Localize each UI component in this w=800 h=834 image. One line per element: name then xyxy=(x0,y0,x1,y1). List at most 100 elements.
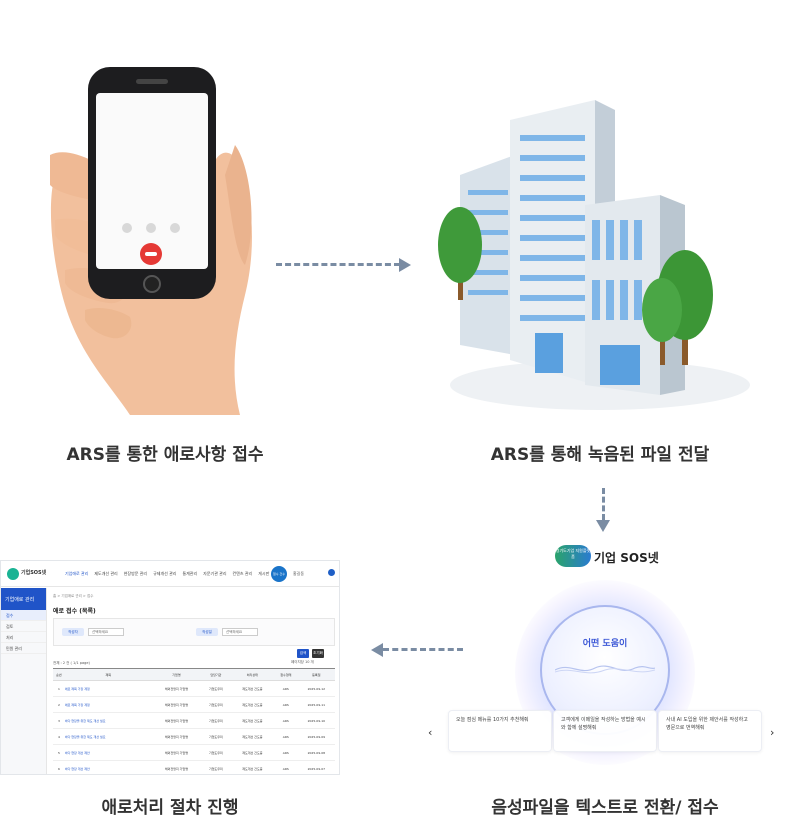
cell-no: 4 xyxy=(53,728,65,745)
column-header: 순번 xyxy=(53,668,65,681)
admin-main: 홈 > 기업애로 관리 > 접수 애로 접수 (목록) 작성자 선택하세요 작성… xyxy=(51,588,339,774)
nav-item[interactable]: 현장방문 관리 xyxy=(123,571,148,576)
table-row[interactable]: 3 바다 현장을 위한 제도 개선 필요 해외전망지 기업명 기업도우미 제도개… xyxy=(53,712,335,729)
caption-step1: ARS를 통한 애로사항 접수 xyxy=(66,445,264,465)
office-building-illustration xyxy=(430,95,750,425)
table-row[interactable]: 5 바다 현장 개선 제안 해외전망지 기업명 기업도우미 제도개선 건도중 A… xyxy=(53,744,335,761)
suggestion-card[interactable]: 고객에게 이메일을 작성하는 방법을 예시와 함께 설명해줘 xyxy=(553,710,657,752)
reset-button[interactable]: 초기화 xyxy=(312,649,324,658)
arrow-right-line xyxy=(276,263,400,267)
caption-step3: 음성파일을 텍스트로 전환/ 접수 xyxy=(491,798,719,818)
column-header: 기업명 xyxy=(151,668,202,681)
cell-title[interactable]: 바다 현장 개선 제안 xyxy=(64,760,152,774)
table-row[interactable]: 1 애로 제목 가장 계정 해외전망지 기업명 기업도우미 제도개선 건도중 A… xyxy=(53,680,335,697)
table-row[interactable]: 4 바다 현장을 위한 제도 개선 필요 해외전망지 기업명 기업도우미 제도개… xyxy=(53,728,335,745)
filter-select-date[interactable]: 선택하세요 xyxy=(222,628,258,636)
waveform-icon xyxy=(555,665,655,674)
sos-prompt: 어떤 도움이 xyxy=(582,639,628,649)
nav-item[interactable]: 게시판 xyxy=(258,571,270,576)
cell-title[interactable]: 바다 현장 개선 제안 xyxy=(64,744,152,761)
cell-date: 2025-09-07 xyxy=(297,760,335,774)
nav-item[interactable]: 자문기관 관리 xyxy=(203,571,227,576)
cell-company: 해외전망지 기업명 xyxy=(151,712,202,729)
nav-item[interactable]: 기업애로 관리 xyxy=(65,571,89,576)
admin-top-nav: 기업애로 관리 제도개선 관리 현장방문 관리 규제개선 관리 통계관리 자문기… xyxy=(65,571,269,577)
suggestion-card[interactable]: 사내 AI 도입을 위한 제안서를 작성하고 영문으로 번역해줘 xyxy=(658,710,762,752)
breadcrumb: 홈 > 기업애로 관리 > 접수 xyxy=(53,594,94,598)
arrow-left-line xyxy=(383,648,463,652)
cell-org: 기업도우미 xyxy=(201,680,231,697)
table-row[interactable]: 2 애로 제목 가장 계정 해외전망지 기업명 기업도우미 제도개선 건도중 A… xyxy=(53,696,335,713)
tree-right xyxy=(642,250,713,365)
table-row[interactable]: 6 바다 현장 개선 제안 해외전망지 기업명 기업도우미 제도개선 건도중 A… xyxy=(53,760,335,774)
admin-logo-text: 기업SOS넷 xyxy=(21,570,47,576)
sidebar-item-process[interactable]: 처리 xyxy=(1,632,46,643)
receipt-badge[interactable]: 접수 건수 xyxy=(271,566,287,582)
page-size-select[interactable]: 페이지당 10 개 xyxy=(291,660,314,664)
cell-no: 5 xyxy=(53,744,65,761)
cell-type: ARS xyxy=(274,696,298,713)
caption-step4: 애로처리 절차 진행 xyxy=(101,798,239,818)
column-header: 담당기관 xyxy=(201,668,231,681)
cell-date: 2025-09-08 xyxy=(297,744,335,761)
sidebar-item-review[interactable]: 검토 xyxy=(1,621,46,632)
carousel-next-button[interactable]: › xyxy=(770,726,775,739)
sidebar-item-receipt[interactable]: 접수 xyxy=(1,610,46,621)
column-header: 제목 xyxy=(64,668,152,681)
cell-type: ARS xyxy=(274,744,298,761)
column-header: 등록일 xyxy=(297,668,335,681)
nav-item[interactable]: 컨텐츠 관리 xyxy=(232,571,253,576)
sidebar-item-complaint[interactable]: 민원 관리 xyxy=(1,643,46,654)
home-button-icon xyxy=(143,275,161,293)
cell-company: 해외전망지 기업명 xyxy=(151,680,202,697)
keypad-button-icon xyxy=(146,223,156,233)
platform-logo-badge: 경기도기업 지원플랫폼 xyxy=(555,545,591,567)
mute-button-icon xyxy=(122,223,132,233)
cell-no: 1 xyxy=(53,680,65,697)
cell-date: 2025-09-11 xyxy=(297,696,335,713)
cell-no: 2 xyxy=(53,696,65,713)
cell-no: 6 xyxy=(53,760,65,774)
cell-title[interactable]: 바다 현장을 위한 제도 개선 필요 xyxy=(64,712,152,729)
sidebar-title: 기업애로 관리 xyxy=(1,588,46,610)
phone-screen xyxy=(96,93,208,269)
arrow-right-icon xyxy=(399,258,411,272)
search-button[interactable]: 검색 xyxy=(297,649,309,658)
table-header-row: 순번 제목 기업명 담당기관 처리상태 접수형태 등록일 xyxy=(53,668,335,681)
cell-company: 해외전망지 기업명 xyxy=(151,744,202,761)
notification-icon[interactable] xyxy=(328,569,335,576)
nav-item[interactable]: 제도개선 관리 xyxy=(94,571,118,576)
phone-speaker xyxy=(136,79,168,84)
user-name[interactable]: 홍길동 xyxy=(293,571,305,576)
column-header: 처리상태 xyxy=(230,668,275,681)
filter-select-writer[interactable]: 선택하세요 xyxy=(88,628,124,636)
cell-status: 제도개선 건도중 xyxy=(230,744,275,761)
cell-org: 기업도우미 xyxy=(201,760,231,774)
cell-status: 제도개선 건도중 xyxy=(230,728,275,745)
tree-left xyxy=(438,207,482,300)
carousel-prev-button[interactable]: ‹ xyxy=(428,726,433,739)
cell-date: 2025-09-09 xyxy=(297,728,335,745)
nav-item[interactable]: 규제개선 관리 xyxy=(153,571,177,576)
cell-title[interactable]: 애로 제목 가장 계정 xyxy=(64,696,152,713)
cell-company: 해외전망지 기업명 xyxy=(151,696,202,713)
cell-type: ARS xyxy=(274,760,298,774)
logo-icon xyxy=(7,568,19,580)
cell-org: 기업도우미 xyxy=(201,744,231,761)
nav-item[interactable]: 통계관리 xyxy=(182,571,198,576)
arrow-left-icon xyxy=(371,643,383,657)
cell-title[interactable]: 바다 현장을 위한 제도 개선 필요 xyxy=(64,728,152,745)
result-count: 전체 : 2 건 ( 1/1 page) xyxy=(53,661,90,665)
cell-org: 기업도우미 xyxy=(201,696,231,713)
suggestion-card[interactable]: 오늘 점심 메뉴를 10가지 추천해줘 xyxy=(448,710,552,752)
cell-type: ARS xyxy=(274,712,298,729)
cell-company: 해외전망지 기업명 xyxy=(151,760,202,774)
cell-status: 제도개선 건도중 xyxy=(230,712,275,729)
page-title: 애로 접수 (목록) xyxy=(53,608,96,615)
cell-title[interactable]: 애로 제목 가장 계정 xyxy=(64,680,152,697)
cell-org: 기업도우미 xyxy=(201,728,231,745)
cell-type: ARS xyxy=(274,680,298,697)
arrow-down-line xyxy=(602,488,606,520)
column-header: 접수형태 xyxy=(274,668,298,681)
cell-date: 2025-09-10 xyxy=(297,712,335,729)
